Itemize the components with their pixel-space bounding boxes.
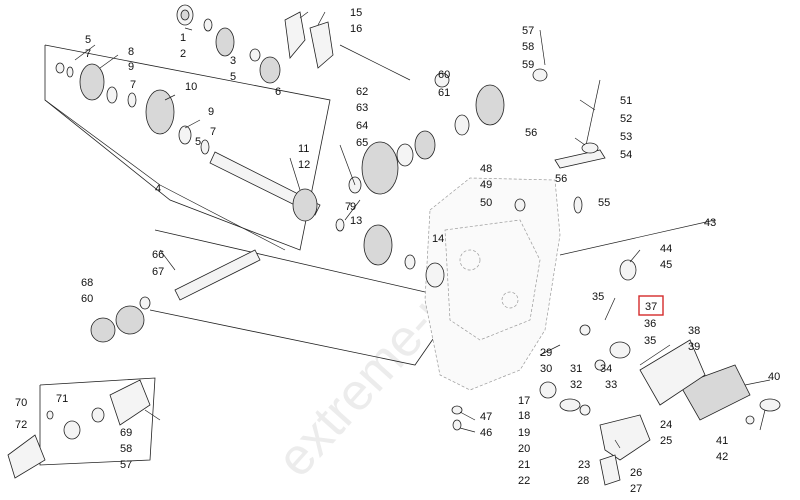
callout-71: 71 — [56, 393, 68, 405]
callout-45: 45 — [660, 259, 672, 271]
callout-7b: 7 — [130, 79, 136, 91]
callout-7d: 7 — [345, 201, 351, 213]
callout-11: 11 — [298, 143, 309, 155]
callout-19: 19 — [518, 427, 530, 439]
callout-59: 59 — [522, 59, 534, 71]
shift-cover-parts — [451, 79, 781, 486]
callout-64: 64 — [356, 120, 368, 132]
gearcase-housing — [424, 177, 561, 391]
shaft-assembly-box — [44, 44, 331, 251]
callout-25: 25 — [660, 435, 672, 447]
callout-31: 31 — [570, 363, 582, 375]
callout-54: 54 — [620, 149, 632, 161]
callout-33: 33 — [605, 379, 617, 391]
callout-9c: 9 — [350, 201, 356, 213]
callout-44: 44 — [660, 243, 672, 255]
bevel-gear-parts — [348, 68, 548, 195]
callout-62: 62 — [356, 86, 368, 98]
callout-52: 52 — [620, 113, 632, 125]
callout-46: 46 — [480, 427, 492, 439]
callout-18: 18 — [518, 410, 530, 422]
callout-16: 16 — [350, 23, 362, 35]
callout-55: 55 — [598, 197, 610, 209]
callout-48: 48 — [480, 163, 492, 175]
callout-29: 29 — [540, 347, 552, 359]
callout-7a: 7 — [85, 48, 91, 60]
callout-5a: 5 — [85, 34, 91, 46]
callout-4: 4 — [155, 183, 161, 195]
callout-23: 23 — [578, 459, 590, 471]
callout-57a: 57 — [522, 25, 534, 37]
callout-3: 3 — [230, 55, 236, 67]
callout-35a: 35 — [592, 291, 604, 303]
callout-2: 2 — [180, 48, 186, 60]
callout-15: 15 — [350, 7, 362, 19]
callout-38: 38 — [688, 325, 700, 337]
callout-47: 47 — [480, 411, 492, 423]
callout-35b: 35 — [644, 335, 656, 347]
callout-56a: 56 — [525, 127, 537, 139]
callout-9a: 9 — [128, 61, 134, 73]
coupler-parts — [7, 379, 151, 479]
callout-34: 34 — [600, 363, 612, 375]
callout-leaders — [74, 11, 771, 449]
callout-51: 51 — [620, 95, 632, 107]
callout-63: 63 — [356, 102, 368, 114]
callout-65: 65 — [356, 137, 368, 149]
callout-41: 41 — [716, 435, 728, 447]
callout-12: 12 — [298, 159, 310, 171]
callout-22: 22 — [518, 475, 530, 487]
callout-32: 32 — [570, 379, 582, 391]
callout-37: 37 — [645, 301, 657, 313]
callout-17: 17 — [518, 395, 530, 407]
callout-7c: 7 — [210, 126, 216, 138]
callout-68: 68 — [81, 277, 93, 289]
callout-69: 69 — [120, 427, 132, 439]
callout-24: 24 — [660, 419, 672, 431]
callout-42: 42 — [716, 451, 728, 463]
callout-14: 14 — [432, 233, 444, 245]
callout-58b: 58 — [120, 443, 132, 455]
coupler-box — [39, 377, 156, 466]
callout-70: 70 — [15, 397, 27, 409]
callout-72: 72 — [15, 419, 27, 431]
callout-43: 43 — [704, 217, 716, 229]
callout-labels: 1 2 3 4 5 5 5 6 7 7 7 7 8 9 9 9 10 11 12… — [15, 7, 780, 495]
callout-53: 53 — [620, 131, 632, 143]
highlight-box-37 — [638, 295, 664, 316]
callout-40: 40 — [768, 371, 780, 383]
callout-30: 30 — [540, 363, 552, 375]
callout-57b: 57 — [120, 459, 132, 471]
callout-67: 67 — [152, 266, 164, 278]
callout-50: 50 — [480, 197, 492, 209]
callout-9b: 9 — [208, 106, 214, 118]
callout-26: 26 — [630, 467, 642, 479]
callout-8: 8 — [128, 46, 134, 58]
callout-39: 39 — [688, 341, 700, 353]
callout-28: 28 — [577, 475, 589, 487]
callout-20: 20 — [518, 443, 530, 455]
callout-56b: 56 — [555, 173, 567, 185]
callout-60a: 60 — [438, 69, 450, 81]
lower-shaft-parts — [90, 249, 261, 343]
callout-27: 27 — [630, 483, 642, 495]
gear-parts-top — [55, 4, 445, 288]
callout-13: 13 — [350, 215, 362, 227]
callout-60b: 60 — [81, 293, 93, 305]
callout-10: 10 — [185, 81, 197, 93]
callout-58a: 58 — [522, 41, 534, 53]
callout-49: 49 — [480, 179, 492, 191]
callout-61: 61 — [438, 87, 450, 99]
callout-1: 1 — [180, 32, 186, 44]
callout-66: 66 — [152, 249, 164, 261]
callout-5c: 5 — [195, 136, 201, 148]
callout-21: 21 — [518, 459, 530, 471]
callout-6: 6 — [275, 86, 281, 98]
callout-5b: 5 — [230, 71, 236, 83]
callout-36: 36 — [644, 318, 656, 330]
